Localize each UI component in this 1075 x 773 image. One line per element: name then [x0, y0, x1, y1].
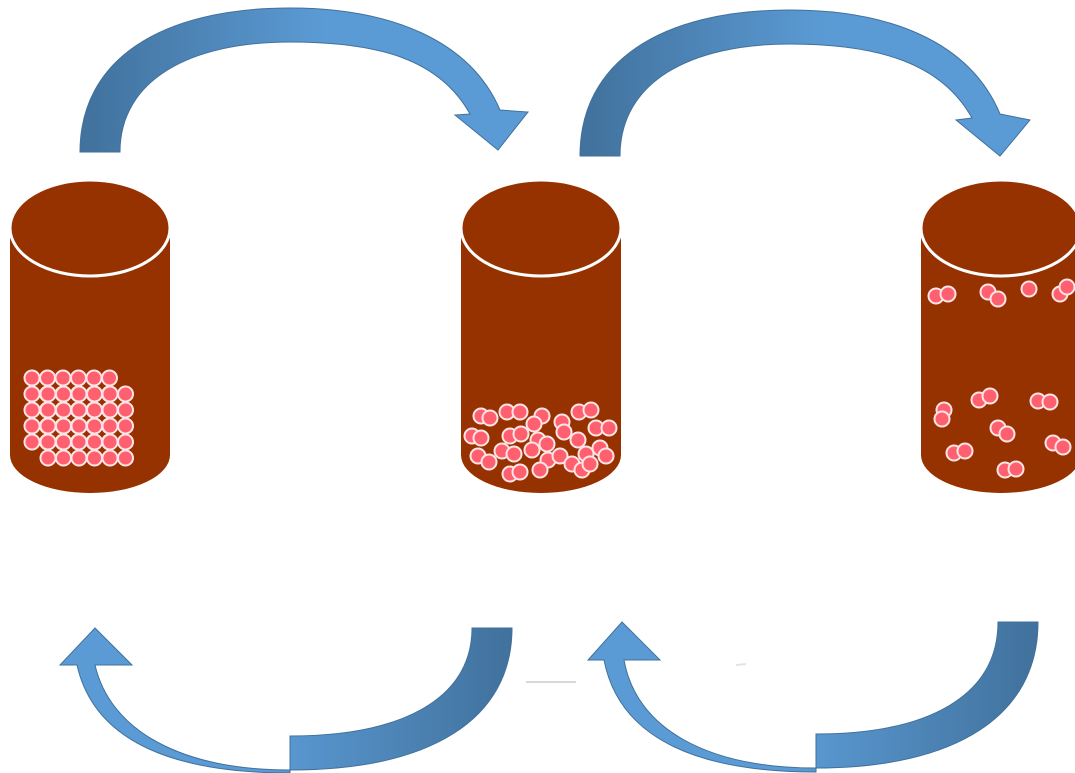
arrow-liquid-to-gas — [579, 9, 1031, 157]
particle — [55, 449, 72, 467]
particle — [117, 449, 134, 467]
particle — [1020, 280, 1038, 298]
particle — [531, 461, 549, 479]
particle — [481, 409, 499, 427]
particle — [511, 463, 529, 481]
particle — [70, 385, 88, 403]
particle — [505, 445, 523, 463]
particle — [39, 385, 57, 403]
particle — [55, 433, 72, 451]
particle — [86, 449, 103, 467]
particle — [101, 385, 119, 403]
particle — [70, 401, 88, 419]
particle — [597, 447, 615, 465]
particle — [55, 417, 72, 435]
particle — [39, 417, 57, 435]
arrow-liquid-to-solid — [58, 627, 513, 773]
particle — [54, 369, 72, 387]
stray-mark — [735, 663, 747, 666]
particles-liquid — [463, 401, 618, 483]
particle — [70, 433, 88, 451]
particle — [117, 417, 134, 435]
container-liquid — [459, 178, 623, 493]
particle — [23, 417, 41, 435]
particle — [523, 441, 541, 459]
arrow-gas-to-liquid — [586, 621, 1039, 773]
particle — [998, 425, 1016, 443]
particle — [23, 401, 41, 419]
particle — [600, 419, 618, 437]
particle — [55, 401, 72, 419]
particle — [39, 369, 56, 387]
particle — [117, 385, 134, 403]
particle — [101, 433, 119, 451]
particle — [1058, 278, 1075, 296]
particle — [117, 433, 134, 451]
particle — [511, 403, 529, 421]
particle — [472, 429, 490, 447]
particle — [555, 423, 573, 441]
particle — [581, 455, 599, 473]
particle — [569, 431, 587, 449]
particle — [55, 385, 72, 403]
particle — [23, 385, 41, 403]
particle — [981, 387, 999, 405]
particle — [101, 417, 119, 435]
particle — [582, 401, 600, 419]
particles-solid — [23, 369, 134, 467]
particle — [101, 401, 119, 419]
particle — [939, 285, 957, 303]
particle — [23, 433, 41, 451]
particle — [39, 449, 57, 467]
particle — [933, 410, 951, 428]
particle — [86, 401, 103, 419]
particle — [551, 447, 569, 465]
particle — [538, 435, 556, 453]
particle — [101, 369, 118, 387]
particle — [101, 449, 119, 467]
container-solid — [8, 178, 172, 493]
particle — [1007, 460, 1025, 478]
particle — [512, 425, 530, 443]
particle — [956, 442, 974, 460]
particle — [525, 415, 543, 433]
particle — [86, 417, 103, 435]
particle — [23, 369, 41, 387]
arrow-solid-to-liquid — [79, 7, 529, 153]
particle — [39, 401, 57, 419]
particle — [1041, 393, 1059, 411]
particle — [1054, 438, 1072, 456]
container-gas — [919, 178, 1075, 493]
particle — [70, 449, 88, 467]
particles-gas — [927, 278, 1075, 479]
particle — [86, 385, 103, 403]
particle — [480, 453, 498, 471]
particle — [117, 401, 134, 419]
particle — [85, 369, 103, 387]
particle — [70, 369, 87, 387]
particle — [86, 433, 103, 451]
particle — [989, 290, 1007, 308]
particle — [70, 417, 88, 435]
particle — [39, 433, 57, 451]
